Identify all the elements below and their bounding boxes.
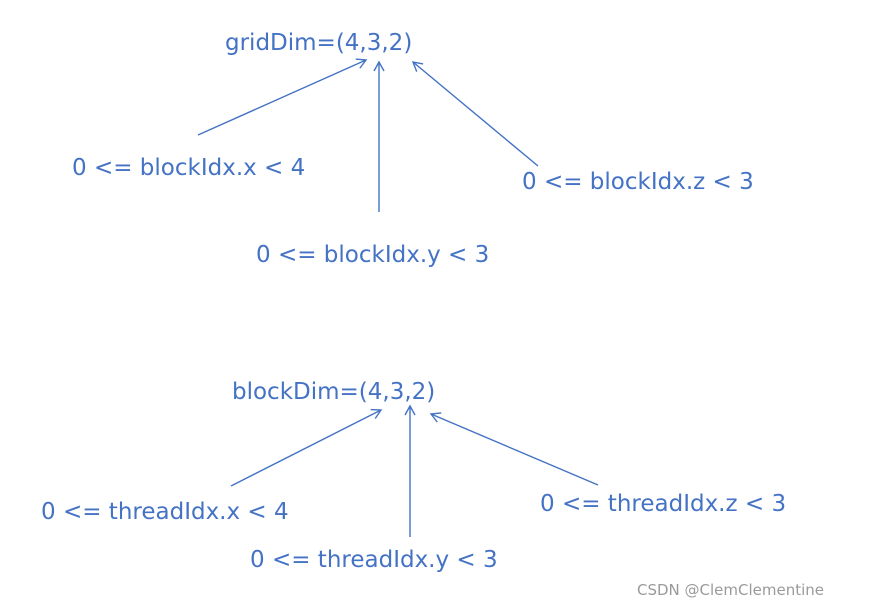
grid-x-arrow — [197, 58, 368, 136]
thread-idx-z-label: 0 <= threadIdx.z < 3 — [540, 491, 787, 517]
thread-idx-y-label: 0 <= threadIdx.y < 3 — [250, 547, 498, 573]
watermark: CSDN @ClemClementine — [637, 581, 825, 599]
block-idx-x-label: 0 <= blockIdx.x < 4 — [72, 155, 306, 181]
block-idx-z-label: 0 <= blockIdx.z < 3 — [522, 169, 754, 195]
block-z-arrow — [429, 412, 599, 486]
grid-dim-label: gridDim=(4,3,2) — [225, 30, 413, 56]
block-x-arrow — [230, 408, 383, 487]
grid-z-arrow — [411, 61, 539, 167]
thread-idx-x-label: 0 <= threadIdx.x < 4 — [41, 499, 289, 525]
block-idx-y-label: 0 <= blockIdx.y < 3 — [256, 242, 490, 268]
block-dim-label: blockDim=(4,3,2) — [232, 379, 436, 405]
